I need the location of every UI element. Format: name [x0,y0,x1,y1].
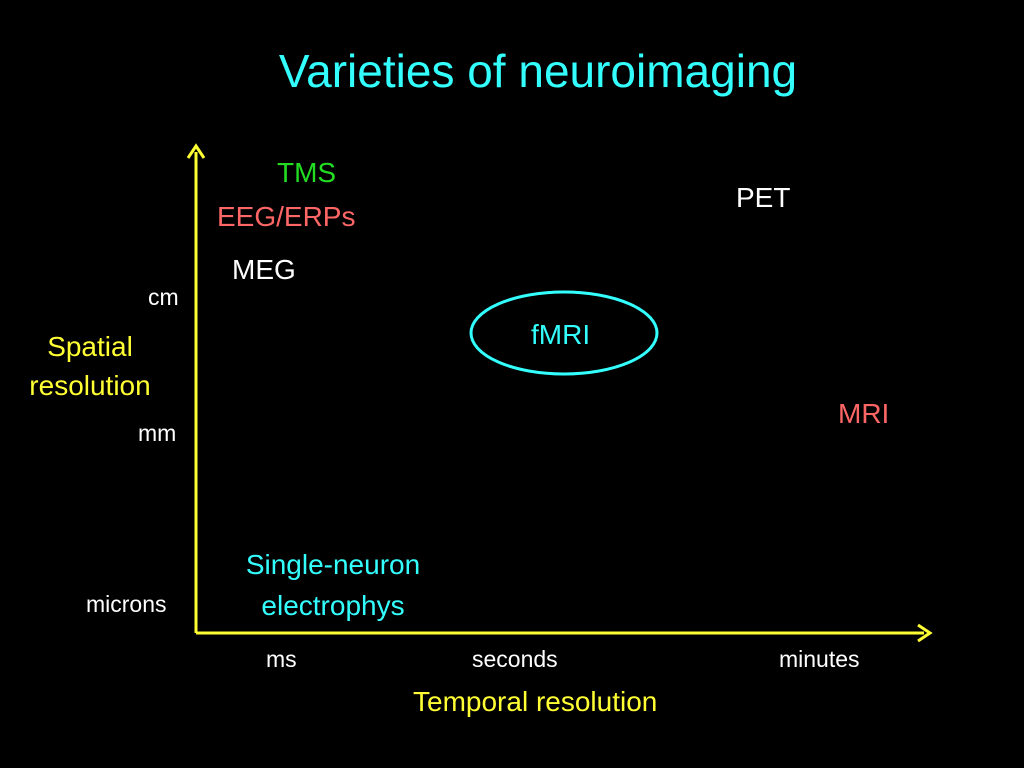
x-axis-arrowhead [917,623,933,643]
method-fmri: fMRI [531,319,591,350]
y-axis-title-line1: Spatial [47,331,133,362]
y-axis-title-line2: resolution [29,370,151,401]
method-tms: TMS [277,157,337,188]
fmri-highlight-ellipse [469,290,659,376]
y-tick-cm: cm [148,284,179,310]
method-meg: MEG [232,254,296,285]
method-single-neuron-line2: electrophys [261,590,405,621]
y-tick-mm: mm [138,420,177,446]
y-tick-microns: microns [86,591,167,617]
x-tick-minutes: minutes [779,646,860,672]
x-tick-seconds: seconds [472,646,558,672]
y-axis-arrowhead [186,143,206,159]
method-mri: MRI [838,398,890,429]
x-axis-title: Temporal resolution [413,686,658,717]
method-single-neuron-line1: Single-neuron [245,549,421,580]
method-eeg-erps: EEG/ERPs [217,201,356,232]
slide-title: Varieties of neuroimaging [278,45,798,97]
method-pet: PET [736,182,791,213]
x-tick-ms: ms [266,646,297,672]
